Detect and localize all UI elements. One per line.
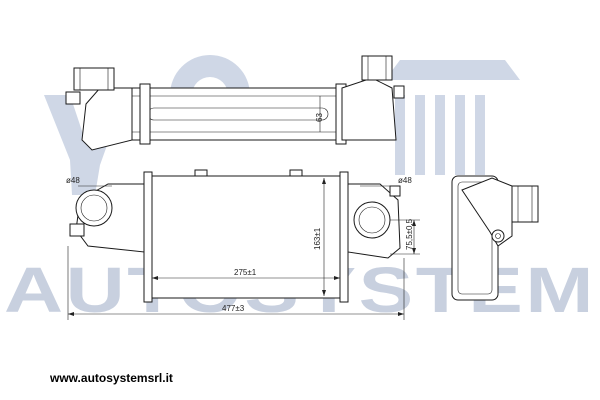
front-view-frame-left (143, 171, 153, 303)
front-view-left-pipe-outer (75, 189, 113, 227)
side-view-bolt-icon (491, 229, 505, 243)
watermark-shape-right (385, 60, 520, 80)
top-view: 63 (65, 55, 405, 151)
side-view-duct (461, 177, 513, 247)
top-view-bracket-left (139, 83, 151, 145)
dim-right-diameter: ø48 (398, 176, 412, 185)
front-view-frame-right (339, 171, 349, 303)
side-view-pipe (511, 185, 539, 223)
dim-core-width: 275±1 (234, 268, 257, 277)
side-view (451, 175, 539, 301)
dim-overall-length: 477±3 (222, 304, 245, 313)
dim-core-height: 163±1 (313, 227, 322, 250)
top-view-left-pipe (73, 67, 115, 91)
top-view-right-pipe (361, 55, 393, 81)
front-view: ø48 ø48 275±1 477±3 163±1 75,5±0,5 (66, 169, 420, 320)
website-url[interactable]: www.autosystemsrl.it (50, 371, 173, 385)
dim-thickness: 63 (315, 113, 324, 122)
dim-left-diameter: ø48 (66, 176, 80, 185)
front-view-core (149, 175, 345, 299)
dim-outlet-offset: 75,5±0,5 (405, 218, 414, 250)
top-view-left-tank (81, 87, 133, 151)
top-view-right-tank (341, 77, 397, 141)
front-view-right-pipe-outer (353, 201, 391, 239)
